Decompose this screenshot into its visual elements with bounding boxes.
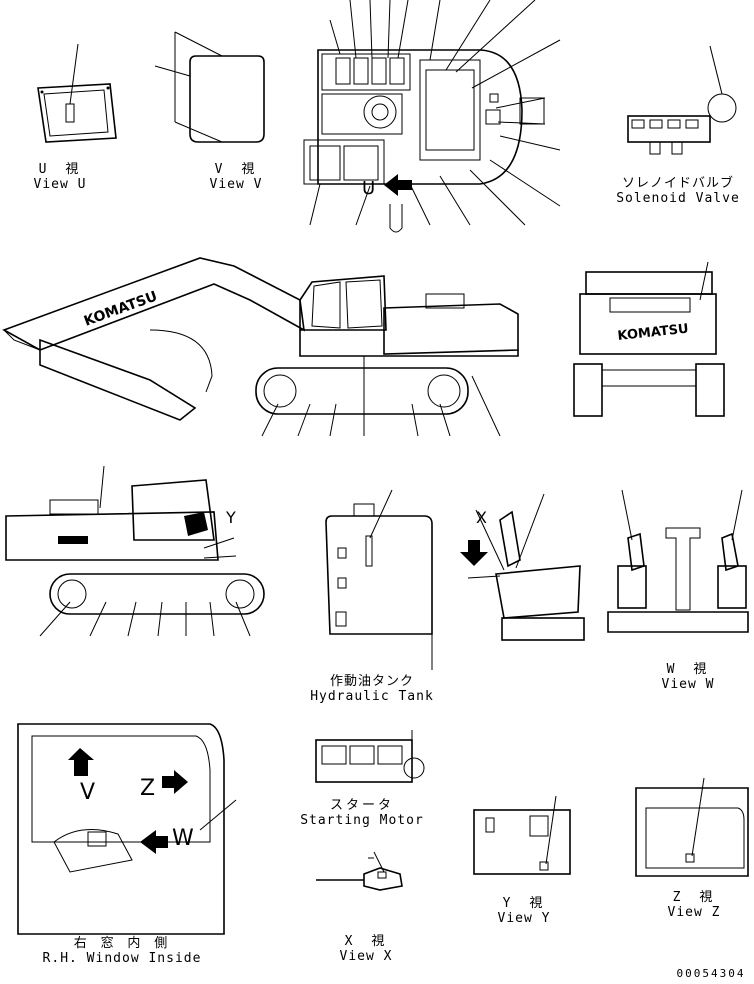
view-u-jp: U 視 bbox=[38, 162, 82, 177]
starting-motor-drawing bbox=[315, 730, 425, 783]
hydraulic-tank-jp: 作動油タンク bbox=[329, 674, 414, 689]
starting-motor-caption: スタータ Starting Motor bbox=[298, 798, 426, 828]
solenoid-valve-drawing bbox=[627, 45, 737, 155]
lever-assembly-x-drawing bbox=[460, 493, 585, 641]
view-y-en: View Y bbox=[497, 911, 551, 926]
starting-motor-jp: スタータ bbox=[329, 798, 394, 813]
rh-window-jp: 右 窓 内 側 bbox=[73, 936, 171, 951]
solenoid-valve-caption: ソレノイドバルブ Solenoid Valve bbox=[608, 176, 748, 206]
hydraulic-tank-en: Hydraulic Tank bbox=[310, 689, 434, 704]
view-y-caption: Y 視 View Y bbox=[494, 896, 554, 926]
view-x-en: View X bbox=[339, 949, 393, 964]
view-tag-y: Y bbox=[226, 508, 236, 527]
view-z-drawing bbox=[635, 777, 749, 877]
upper-structure-top-view bbox=[303, 0, 561, 233]
view-tag-x: X bbox=[476, 508, 487, 527]
view-v-drawing bbox=[154, 31, 265, 143]
view-u-caption: U 視 View U bbox=[30, 162, 90, 192]
view-x-drawing bbox=[316, 851, 403, 891]
view-x-jp: X 視 bbox=[344, 934, 388, 949]
view-tag-u: U bbox=[362, 178, 376, 199]
rh-window-caption: 右 窓 内 側 R.H. Window Inside bbox=[24, 936, 220, 966]
hydraulic-tank-drawing bbox=[325, 489, 433, 670]
excavator-left-side-view: KOMATSU bbox=[2, 257, 519, 437]
hydraulic-tank-caption: 作動油タンク Hydraulic Tank bbox=[306, 674, 438, 704]
view-y-jp: Y 視 bbox=[502, 896, 546, 911]
excavator-right-side-view bbox=[5, 465, 265, 637]
rh-window-en: R.H. Window Inside bbox=[42, 951, 202, 966]
view-u-drawing bbox=[37, 43, 117, 143]
view-tag-z: Z bbox=[140, 776, 156, 801]
starting-motor-en: Starting Motor bbox=[300, 813, 424, 828]
view-v-caption: V 視 View V bbox=[196, 162, 276, 192]
view-y-drawing bbox=[473, 795, 571, 875]
view-w-en: View W bbox=[661, 677, 715, 692]
rh-window-inside-drawing bbox=[17, 723, 237, 935]
view-x-caption: X 視 View X bbox=[336, 934, 396, 964]
view-z-jp: Z 視 bbox=[672, 890, 716, 905]
rear-brand-logo: KOMATSU bbox=[617, 322, 690, 344]
view-z-en: View Z bbox=[667, 905, 721, 920]
drawing-number: 00054304 bbox=[676, 967, 746, 980]
view-w-jp: W 視 bbox=[666, 662, 710, 677]
view-tag-w: W bbox=[172, 826, 194, 851]
view-tag-v: V bbox=[80, 780, 96, 805]
excavator-rear-view: KOMATSU bbox=[573, 261, 725, 417]
view-u-en: View U bbox=[33, 177, 87, 192]
view-v-en: View V bbox=[209, 177, 263, 192]
view-z-caption: Z 視 View Z bbox=[664, 890, 724, 920]
view-v-jp: V 視 bbox=[214, 162, 258, 177]
view-w-drawing bbox=[607, 489, 749, 633]
view-w-caption: W 視 View W bbox=[650, 662, 726, 692]
solenoid-valve-jp: ソレノイドバルブ bbox=[621, 176, 734, 191]
solenoid-valve-en: Solenoid Valve bbox=[616, 191, 740, 206]
